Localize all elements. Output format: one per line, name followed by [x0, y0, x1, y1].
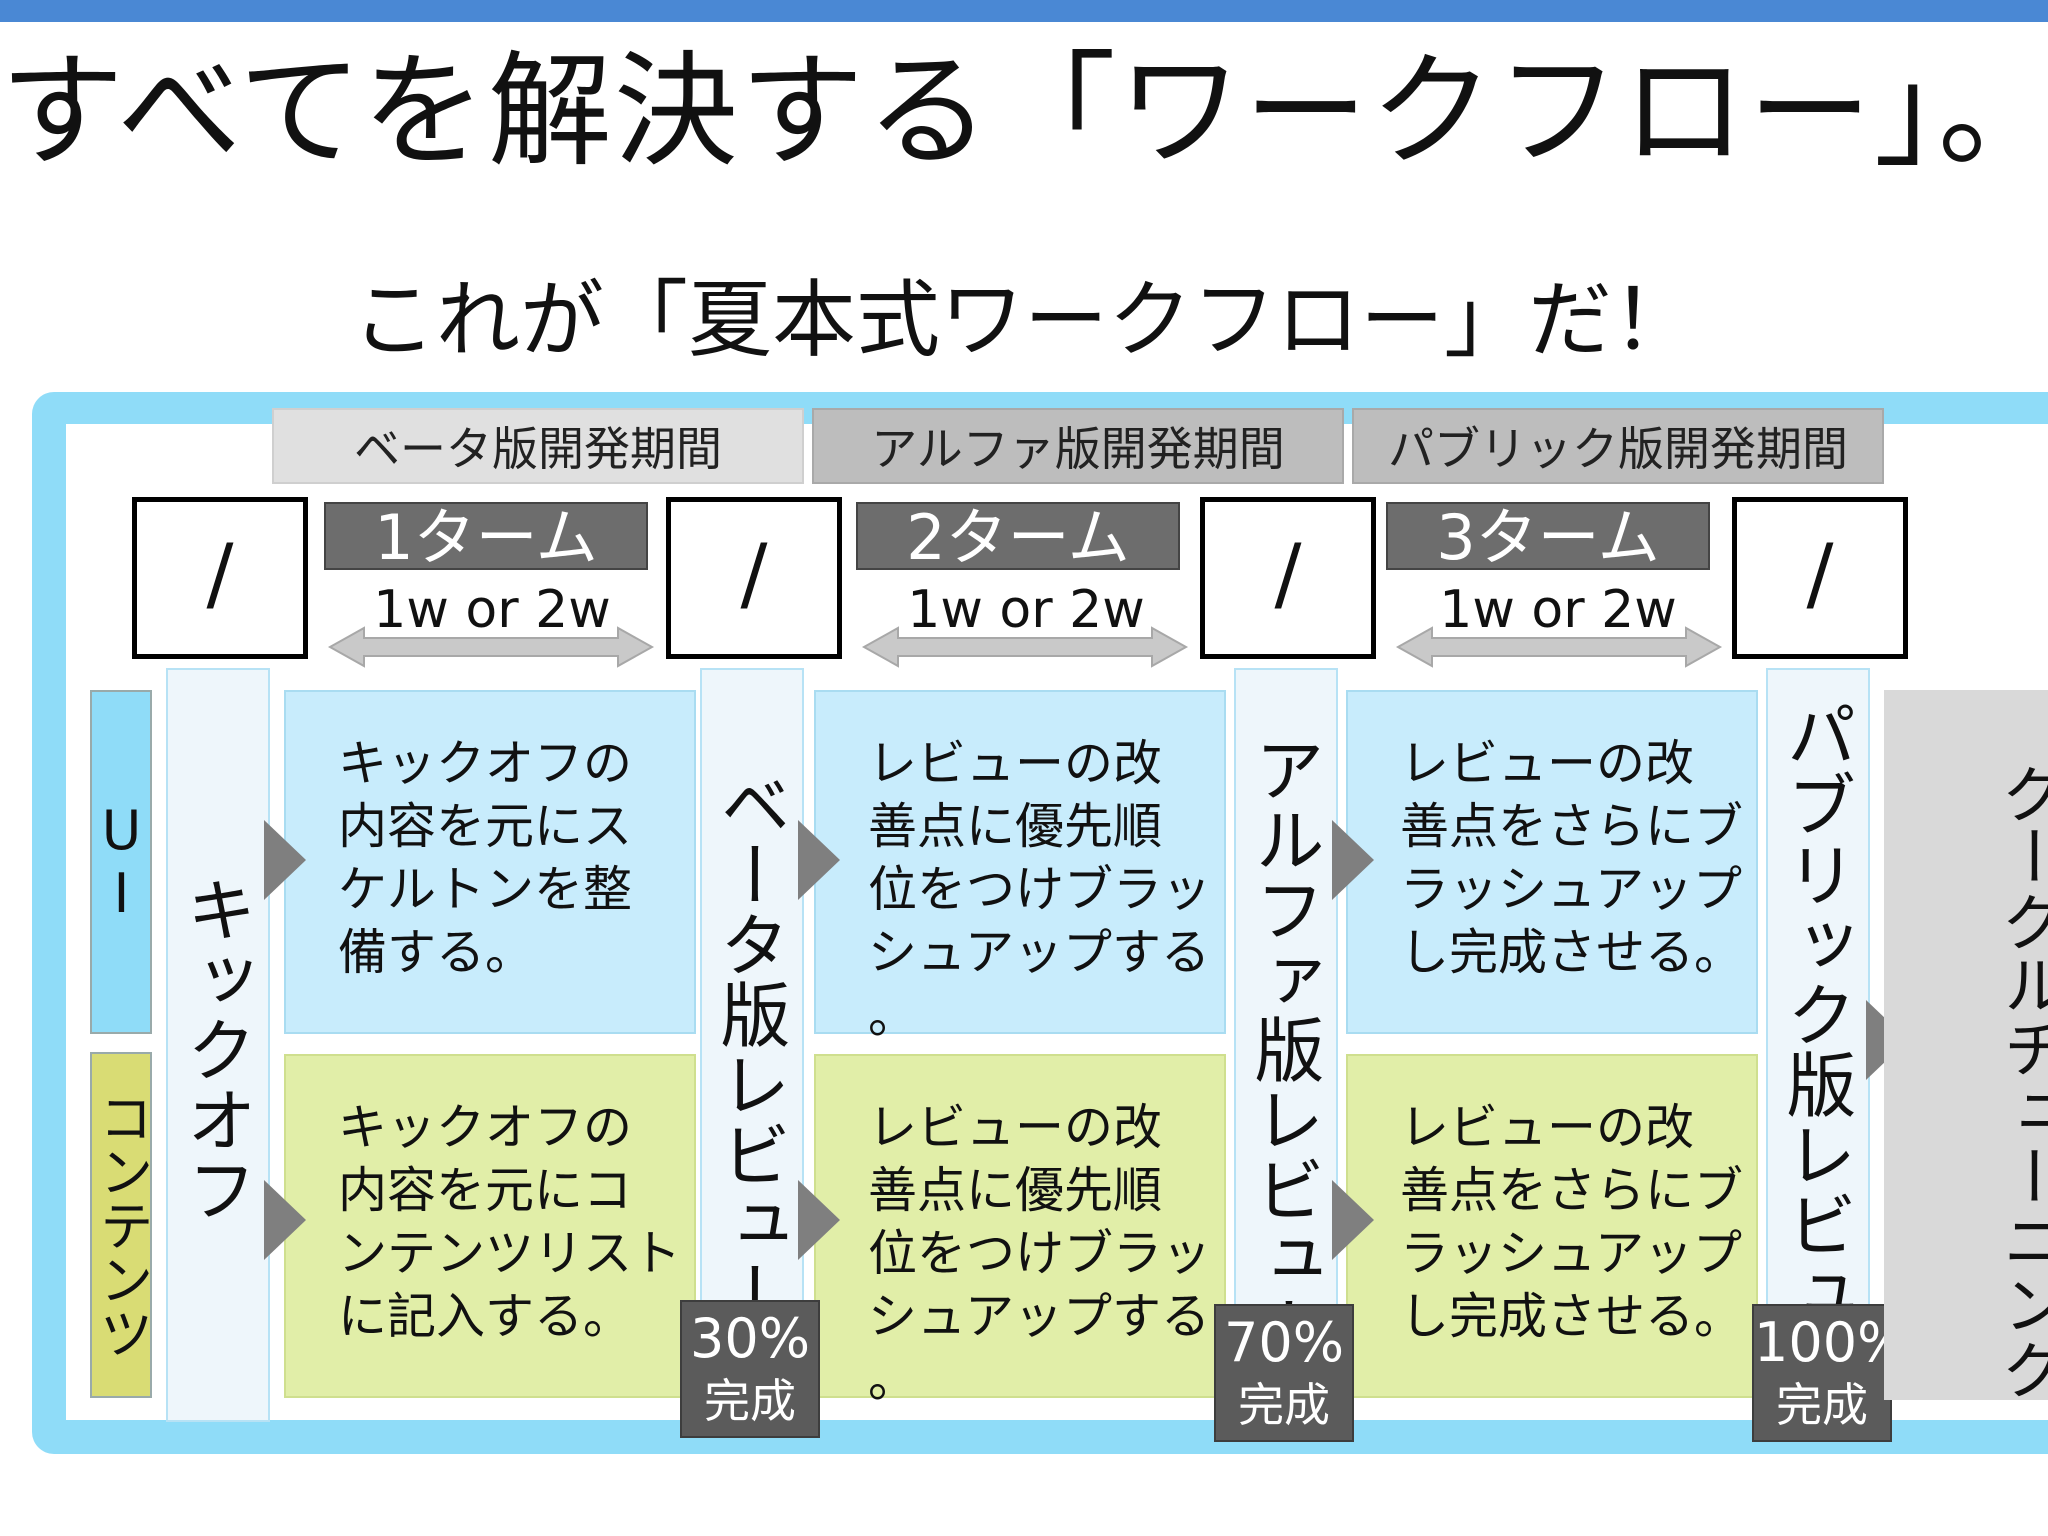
top-accent-bar [0, 0, 2048, 22]
period-public: パブリック版開発期間 [1352, 408, 1884, 484]
completion-label: 完成 [1238, 1378, 1330, 1432]
slash-box-alpha: / [1200, 497, 1376, 659]
page-title: すべてを解決する「ワークフロー」。 [0, 40, 2048, 184]
slash-mark: / [1806, 527, 1834, 620]
flow-arrow-icon [1332, 1180, 1374, 1260]
slash-mark: / [206, 527, 234, 620]
double-arrow-icon [1395, 626, 1723, 668]
term-1-label: 1ターム [324, 502, 648, 570]
page-subtitle: これが「夏本式ワークフロー」だ！ [351, 271, 1696, 369]
slash-box-beta: / [666, 497, 842, 659]
content-card-term-1: キックオフの 内容を元にコ ンテンツリスト に記入する。 [284, 1054, 696, 1398]
ui-card-term-1: キックオフの 内容を元にス ケルトンを整 備する。 [284, 690, 696, 1034]
period-beta: ベータ版開発期間 [272, 408, 804, 484]
completion-percent: 100% [1754, 1311, 1909, 1374]
double-arrow-icon [327, 626, 655, 668]
slash-mark: / [740, 527, 768, 620]
milestone-public-review: パブリック版レビュー [1766, 668, 1870, 1422]
term-1-duration: 1w or 2w [373, 580, 611, 640]
term-3-label: 3ターム [1386, 502, 1710, 570]
completion-badge-public: 100% 完成 [1752, 1304, 1909, 1442]
ui-card-term-2: レビューの改 善点に優先順 位をつけブラッ シュアップする 。 [814, 690, 1226, 1044]
content-card-term-2: レビューの改 善点に優先順 位をつけブラッ シュアップする 。 [814, 1054, 1226, 1408]
final-step-google-tuning: グーグルチューニング [1884, 690, 2048, 1400]
double-arrow-icon [861, 626, 1189, 668]
flow-arrow-icon [264, 1180, 306, 1260]
completion-label: 完成 [1776, 1378, 1868, 1432]
slash-box-public: / [1732, 497, 1908, 659]
row-label-ui: UI [90, 690, 153, 1034]
slash-box-kickoff: / [132, 497, 308, 659]
term-2-duration: 1w or 2w [907, 580, 1145, 640]
ui-card-term-3: レビューの改 善点をさらにブ ラッシュアップ し完成させる。 [1346, 690, 1758, 1034]
completion-badge-beta: 30% 完成 [680, 1300, 820, 1438]
row-label-content: コンテンツ [90, 1052, 153, 1398]
flow-arrow-icon [798, 1180, 840, 1260]
milestone-kickoff: キックオフ [166, 668, 270, 1422]
period-alpha: アルファ版開発期間 [812, 408, 1344, 484]
completion-label: 完成 [704, 1374, 796, 1428]
content-card-term-3: レビューの改 善点をさらにブ ラッシュアップ し完成させる。 [1346, 1054, 1758, 1398]
completion-percent: 30% [689, 1307, 811, 1370]
slash-mark: / [1274, 527, 1302, 620]
flow-arrow-icon [264, 820, 306, 900]
milestone-alpha-review: アルファ版レビュー [1234, 668, 1338, 1422]
term-2-label: 2ターム [856, 502, 1180, 570]
completion-percent: 70% [1223, 1311, 1345, 1374]
term-3-duration: 1w or 2w [1439, 580, 1677, 640]
flow-arrow-icon [798, 820, 840, 900]
flow-arrow-icon [1332, 820, 1374, 900]
milestone-beta-review: ベータ版レビュー [700, 668, 804, 1422]
completion-badge-alpha: 70% 完成 [1214, 1304, 1354, 1442]
